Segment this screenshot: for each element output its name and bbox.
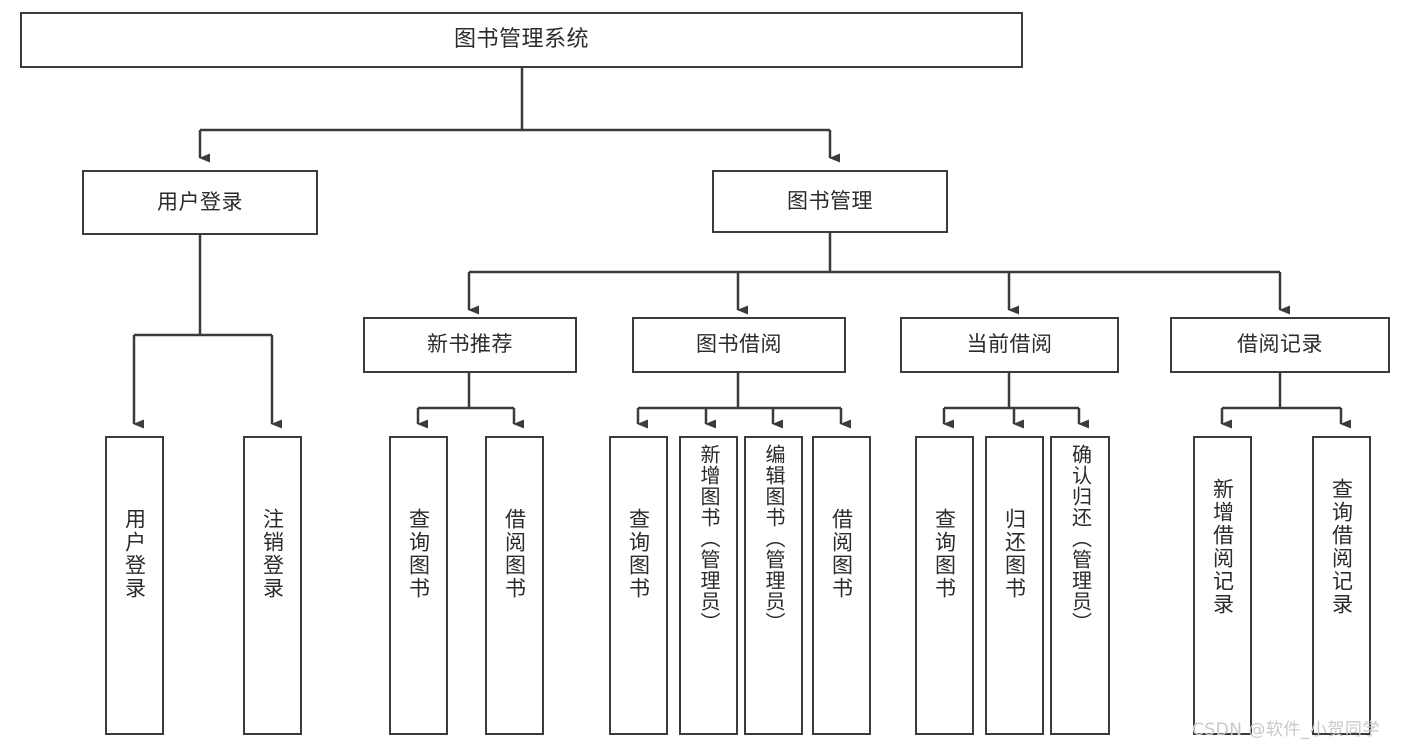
node-label: 借阅图书	[829, 508, 854, 600]
node-label: 图书管理系统	[453, 26, 589, 52]
node-label: 查询图书	[626, 508, 651, 600]
node-label: 编辑图书（管理员）	[762, 444, 786, 633]
leaf-borrow-edit-book-admin[interactable]: 编辑图书（管理员）	[744, 436, 803, 735]
node-label: 新增借阅记录	[1210, 478, 1235, 616]
node-label: 查询图书	[406, 508, 431, 600]
leaf-current-confirm-return-admin[interactable]: 确认归还（管理员）	[1050, 436, 1110, 735]
leaf-recommend-query-book[interactable]: 查询图书	[389, 436, 448, 735]
leaf-recommend-borrow-book[interactable]: 借阅图书	[485, 436, 544, 735]
node-label: 新书推荐	[427, 332, 513, 357]
node-book-borrow[interactable]: 图书借阅	[632, 317, 846, 373]
node-root-system[interactable]: 图书管理系统	[20, 12, 1023, 68]
node-borrow-record[interactable]: 借阅记录	[1170, 317, 1390, 373]
node-label: 借阅记录	[1237, 332, 1323, 357]
node-label: 当前借阅	[966, 332, 1053, 357]
leaf-record-query-record[interactable]: 查询借阅记录	[1312, 436, 1371, 735]
leaf-user-login-signin[interactable]: 用户登录	[105, 436, 164, 735]
node-label: 归还图书	[1002, 508, 1027, 600]
node-new-book-recommend[interactable]: 新书推荐	[363, 317, 577, 373]
node-label: 注销登录	[260, 508, 285, 600]
node-label: 新增图书（管理员）	[697, 444, 721, 633]
node-current-borrow[interactable]: 当前借阅	[900, 317, 1119, 373]
leaf-borrow-borrow-book[interactable]: 借阅图书	[812, 436, 871, 735]
node-label: 用户登录	[157, 189, 243, 214]
node-book-management[interactable]: 图书管理	[712, 170, 948, 233]
leaf-record-add-record[interactable]: 新增借阅记录	[1193, 436, 1252, 735]
csdn-watermark: CSDN @软件_小贺同学	[1192, 720, 1380, 740]
node-label: 图书管理	[787, 188, 873, 213]
leaf-borrow-query-book[interactable]: 查询图书	[609, 436, 668, 735]
node-label: 确认归还（管理员）	[1068, 444, 1093, 633]
node-label: 图书借阅	[696, 332, 782, 357]
node-label: 借阅图书	[502, 508, 527, 600]
leaf-borrow-add-book-admin[interactable]: 新增图书（管理员）	[679, 436, 738, 735]
leaf-user-login-logout[interactable]: 注销登录	[243, 436, 302, 735]
node-user-login[interactable]: 用户登录	[82, 170, 318, 235]
leaf-current-return-book[interactable]: 归还图书	[985, 436, 1044, 735]
node-label: 查询图书	[932, 508, 957, 600]
node-label: 用户登录	[122, 508, 147, 600]
leaf-current-query-book[interactable]: 查询图书	[915, 436, 974, 735]
node-label: 查询借阅记录	[1329, 478, 1354, 616]
